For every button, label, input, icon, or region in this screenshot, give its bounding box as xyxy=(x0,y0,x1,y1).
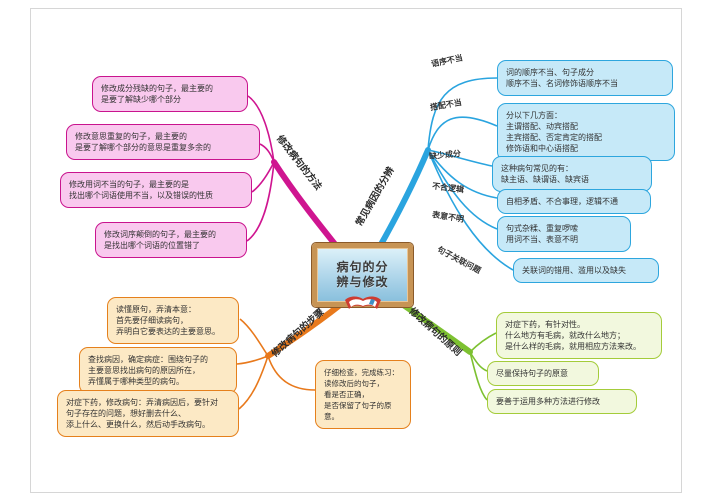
cause-node-conjunction[interactable]: 关联词的错用、滥用以及缺失 xyxy=(513,258,659,283)
principle-node-1[interactable]: 对症下药，有针对性。 什么地方有毛病，就改什么地方； 是什么样的毛病，就用相应方… xyxy=(496,312,662,359)
cause-node-missing-component[interactable]: 这种病句常见的有： 缺主语、缺谓语、缺宾语 xyxy=(492,156,652,192)
central-topic-title: 病句的分 辨与修改 xyxy=(336,260,389,289)
central-topic[interactable]: 病句的分 辨与修改 xyxy=(312,243,413,309)
open-book-icon xyxy=(344,296,381,309)
principle-node-3[interactable]: 要善于运用多种方法进行修改 xyxy=(487,389,637,414)
method-node-2[interactable]: 修改意思重复的句子，最主要的 是要了解哪个部分的意思是重复多余的 xyxy=(66,124,260,160)
step-node-4[interactable]: 仔细检查，完成练习： 读修改后的句子， 看是否正确， 是否保留了句子的原意。 xyxy=(315,360,411,429)
cause-node-unclear-meaning[interactable]: 句式杂糅、重复啰嗦 用词不当、表意不明 xyxy=(497,216,631,252)
principle-node-2[interactable]: 尽量保持句子的原意 xyxy=(487,361,599,386)
cause-node-word-order[interactable]: 词的顺序不当、句子成分 顺序不当、名词修饰语顺序不当 xyxy=(497,60,673,96)
step-node-2[interactable]: 查找病因，确定病症：围绕句子的 主要意思找出病句的原因所在， 弄懂属于哪种类型的… xyxy=(79,347,237,394)
cause-node-collocation[interactable]: 分以下几方面： 主谓搭配、动宾搭配 主宾搭配、否定肯定的搭配 修饰语和中心语搭配 xyxy=(497,103,675,161)
method-node-3[interactable]: 修改用词不当的句子，最主要的是 找出哪个词语使用不当，以及错误的性质 xyxy=(60,172,252,208)
step-node-1[interactable]: 读懂原句，弄清本意： 首先要仔细读病句， 弄明白它要表达的主要意思。 xyxy=(107,297,239,344)
method-node-1[interactable]: 修改成分残缺的句子，最主要的 是要了解缺少哪个部分 xyxy=(92,76,248,112)
method-node-4[interactable]: 修改词序颠倒的句子，最主要的 是找出哪个词语的位置错了 xyxy=(95,222,247,258)
branch-methods-lines xyxy=(246,95,349,261)
cause-node-illogical[interactable]: 自相矛盾、不合事理，逻辑不通 xyxy=(497,189,651,214)
step-node-3[interactable]: 对症下药，修改病句：弄清病因后，要针对 句子存在的问题，想好删去什么、 添上什么… xyxy=(57,390,239,437)
